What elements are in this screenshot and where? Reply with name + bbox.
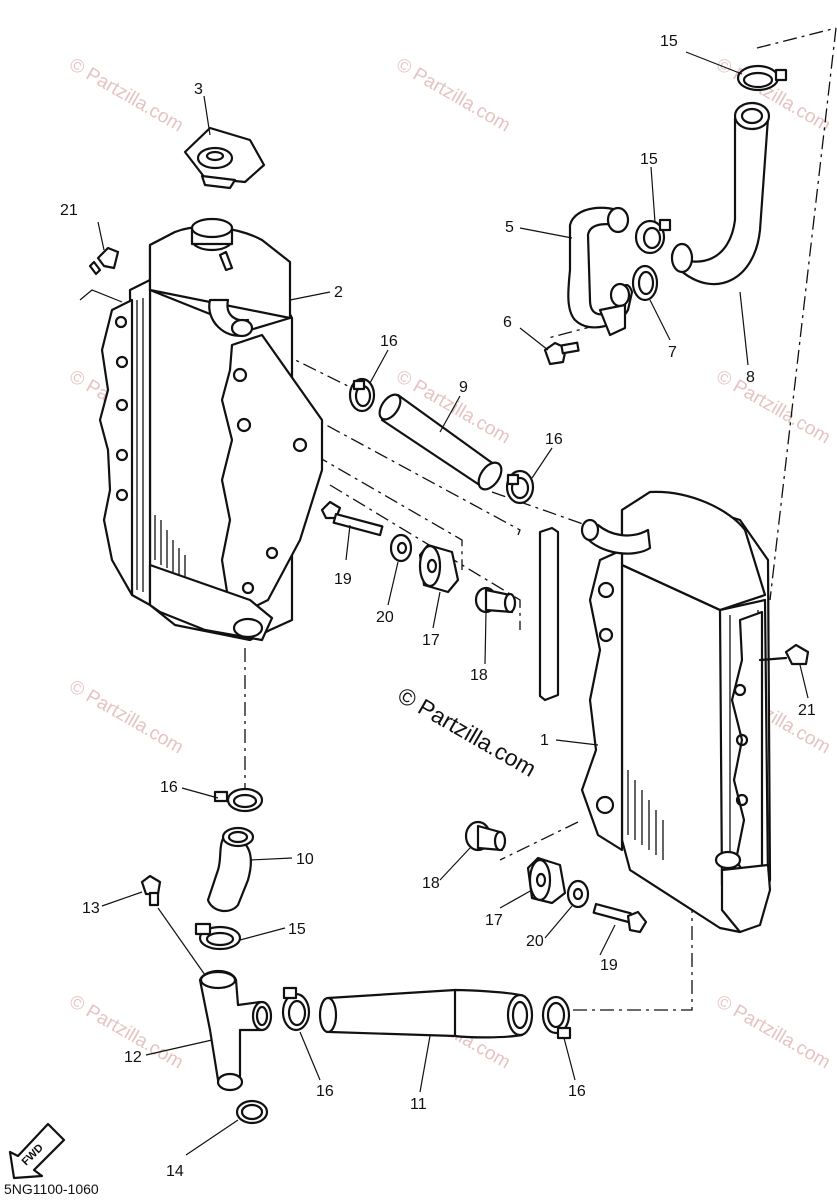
clamp-15-mid — [634, 218, 672, 255]
o-ring-14 — [235, 1099, 269, 1125]
hose-8 — [670, 101, 771, 286]
watermark: © Partzilla.com — [713, 991, 834, 1073]
brand-label: © Partzilla.com — [394, 682, 541, 782]
grommet-17-bottom — [526, 856, 567, 905]
grommet-17-top — [418, 543, 460, 594]
bolt-6 — [543, 341, 580, 366]
callout-label: 1 — [540, 732, 549, 749]
hose-10 — [206, 826, 255, 913]
right-radiator — [580, 490, 772, 934]
callout-label: 17 — [485, 912, 503, 929]
bolt-21-left — [88, 246, 120, 276]
callout-label: 16 — [316, 1083, 334, 1100]
hose-5 — [567, 206, 634, 337]
watermark: © Partzilla.com — [393, 54, 514, 136]
radiator-cap — [183, 126, 266, 190]
callout-label: 21 — [60, 202, 78, 219]
pipe-12 — [198, 969, 273, 1092]
callout-label: 18 — [470, 667, 488, 684]
callout-label: 8 — [746, 369, 755, 386]
callout-label: 5 — [505, 219, 514, 236]
callout-label: 16 — [160, 779, 178, 796]
callout-label: 17 — [422, 632, 440, 649]
bolt-21-right — [758, 643, 810, 666]
bolt-13 — [140, 874, 162, 907]
sponge-strip — [538, 526, 560, 702]
clamp-16-c — [213, 787, 264, 813]
callout-label: 15 — [640, 151, 658, 168]
callout-label: 10 — [296, 851, 314, 868]
callout-label: 20 — [376, 609, 394, 626]
callout-label: 16 — [380, 333, 398, 350]
watermark: © Partzilla.com — [66, 676, 187, 758]
watermark: © Partzilla.com — [713, 54, 834, 136]
o-ring-7 — [631, 264, 659, 302]
clamp-16-b — [505, 469, 535, 505]
callout-label: 21 — [798, 702, 816, 719]
callout-label: 13 — [82, 900, 100, 917]
callout-label: 12 — [124, 1049, 142, 1066]
callout-label: 19 — [334, 571, 352, 588]
washer-20-top — [389, 533, 413, 563]
collar-18-bottom — [464, 820, 507, 852]
callout-label: 16 — [568, 1083, 586, 1100]
callout-label: 18 — [422, 875, 440, 892]
watermark: © Partzilla.com — [713, 366, 834, 448]
callout-label: 20 — [526, 933, 544, 950]
callout-label: 16 — [545, 431, 563, 448]
watermark: © Partzilla.com — [66, 54, 187, 136]
bolt-19-top — [320, 500, 384, 537]
collar-18-top — [474, 586, 517, 614]
left-radiator — [98, 217, 324, 642]
callout-label: 19 — [600, 957, 618, 974]
callout-label: 9 — [459, 379, 468, 396]
clamp-15-top — [736, 64, 788, 92]
callout-label: 14 — [166, 1163, 184, 1180]
diagram-code: 5NG1100-1060 — [4, 1181, 99, 1197]
callout-label: 11 — [410, 1096, 427, 1113]
core-fins — [136, 298, 186, 592]
clamp-16-d — [281, 986, 311, 1032]
callout-label: 2 — [334, 284, 343, 301]
bolt-19-bottom — [592, 902, 648, 934]
leader-lines — [79, 51, 809, 1156]
callout-label: 15 — [288, 921, 306, 938]
clamp-16-a — [348, 377, 376, 413]
clamp-16-e — [541, 995, 572, 1040]
callout-labels: 1 2 3 5 6 7 8 9 10 11 12 13 14 15 15 15 … — [60, 33, 816, 1180]
callout-label: 3 — [194, 81, 203, 98]
hose-9 — [378, 393, 503, 491]
callout-label: 15 — [660, 33, 678, 50]
hose-11 — [318, 988, 534, 1039]
callout-label: 7 — [668, 344, 677, 361]
callout-label: 6 — [503, 314, 512, 331]
fwd-arrow: FWD — [8, 1122, 66, 1180]
washer-20-bottom — [566, 879, 590, 909]
clamp-15-lower — [194, 922, 242, 951]
